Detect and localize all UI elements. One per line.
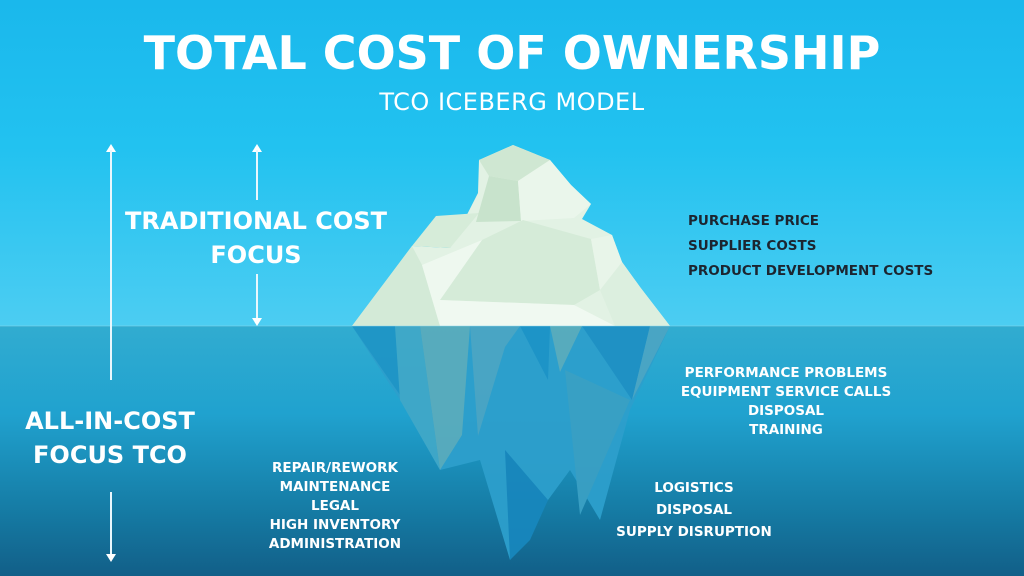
arrow-down-icon [106, 554, 116, 562]
list-item: PURCHASE PRICE [688, 213, 819, 229]
arrow-up-icon [252, 144, 262, 152]
arrow-up-icon [106, 144, 116, 152]
label-line: TRADITIONAL COST [125, 207, 387, 235]
label-line: FOCUS [210, 241, 302, 269]
list-item: SUPPLY DISRUPTION [616, 524, 772, 540]
iceberg-underwater [352, 326, 670, 560]
list-item: LOGISTICS [654, 480, 734, 496]
all-in-arrow-lower-line [110, 492, 112, 556]
list-item: LEGAL [311, 498, 359, 514]
all-in-arrow-upper-line [110, 150, 112, 380]
list-item: PERFORMANCE PROBLEMS [684, 365, 888, 381]
hidden-cost-list-left-lower: REPAIR/REWORK MAINTENANCE LEGAL HIGH INV… [252, 459, 418, 554]
list-item: REPAIR/REWORK [272, 460, 398, 476]
page-title: TOTAL COST OF OWNERSHIP [143, 26, 881, 80]
label-line: ALL-IN-COST [25, 407, 195, 435]
arrow-down-icon [252, 318, 262, 326]
page-subtitle: TCO ICEBERG MODEL [379, 88, 645, 116]
list-item: HIGH INVENTORY [269, 517, 401, 533]
label-line: FOCUS TCO [33, 441, 187, 469]
list-item: MAINTENANCE [279, 479, 391, 495]
above-water-cost-list: PURCHASE PRICE SUPPLIER COSTS PRODUCT DE… [688, 209, 933, 284]
hidden-cost-list-right-upper: PERFORMANCE PROBLEMS EQUIPMENT SERVICE C… [670, 364, 902, 440]
list-item: PRODUCT DEVELOPMENT COSTS [688, 263, 934, 279]
traditional-arrow-upper-line [256, 150, 258, 200]
list-item: DISPOSAL [747, 403, 825, 419]
list-item: ADMINISTRATION [268, 536, 402, 552]
list-item: EQUIPMENT SERVICE CALLS [680, 384, 892, 400]
traditional-arrow-lower-line [256, 274, 258, 320]
traditional-cost-focus-label: TRADITIONAL COST FOCUS [120, 204, 392, 272]
all-in-cost-focus-label: ALL-IN-COST FOCUS TCO [10, 404, 210, 472]
hidden-cost-list-right-lower: LOGISTICS DISPOSAL SUPPLY DISRUPTION [604, 477, 784, 543]
list-item: SUPPLIER COSTS [688, 238, 817, 254]
list-item: DISPOSAL [655, 502, 733, 518]
list-item: TRAINING [749, 422, 823, 438]
iceberg-tip [352, 145, 670, 326]
